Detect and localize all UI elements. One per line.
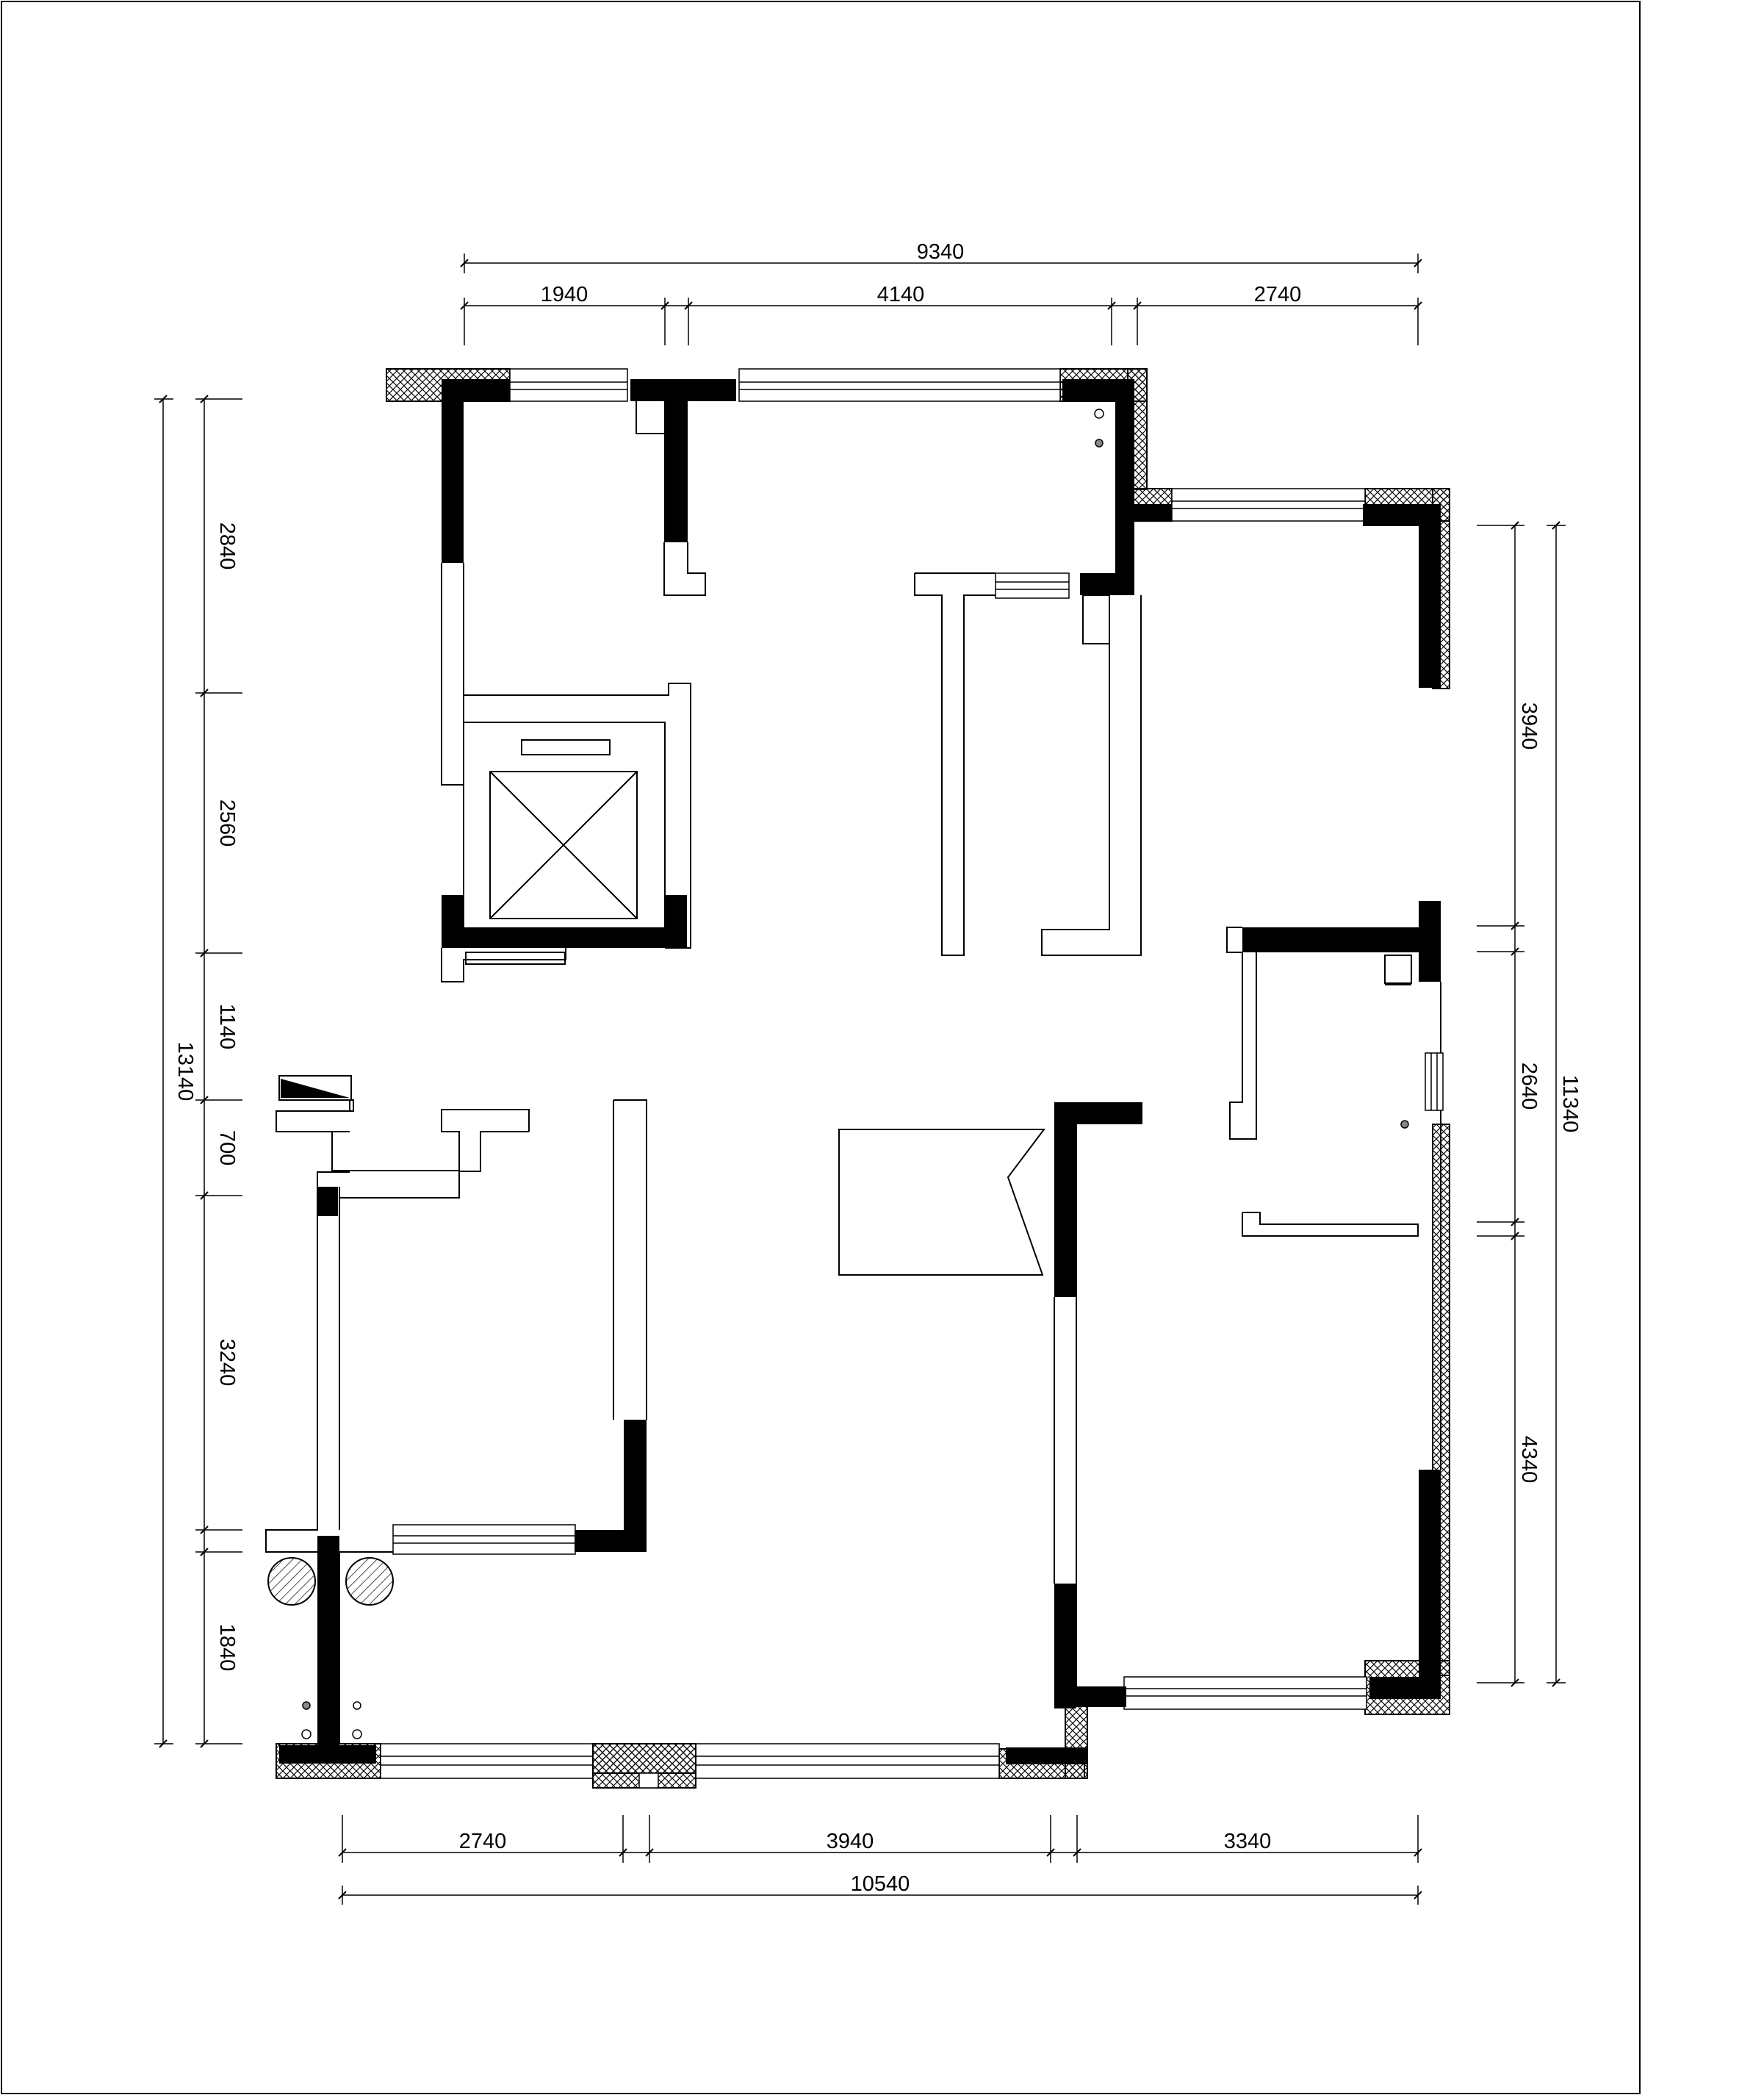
dim-left-6: 1840 [215,1624,239,1672]
structural-walls [279,379,1441,1764]
dim-bottom-3: 3340 [1224,1830,1272,1853]
dim-top-2: 4140 [877,283,925,306]
sheet-border [1,1,1641,2094]
dim-right-2: 2640 [1517,1063,1541,1110]
hydrant-triangle [281,1079,350,1098]
dim-right-1: 3940 [1517,702,1541,750]
dim-right-total: 11340 [1558,1075,1582,1133]
interior-walls [265,401,1441,1744]
dim-bottom-total: 10540 [851,1872,910,1896]
pipe-markers [301,409,1409,1739]
dim-top-3: 2740 [1254,283,1302,306]
dimension-ticks [159,259,1560,1900]
exterior-hatched-walls [276,368,1450,1779]
dim-top-1: 1940 [541,283,588,306]
dim-left-5: 3240 [215,1339,239,1387]
dim-right-3: 4340 [1517,1436,1541,1484]
dim-left-3: 1140 [215,1004,239,1049]
dim-left-total: 13140 [173,1042,197,1102]
windows [380,368,1444,1779]
ac-unit-left [267,1557,316,1606]
dim-left-1: 2840 [215,522,239,570]
dim-left-4: 700 [215,1130,239,1165]
ac-unit-right [345,1557,394,1606]
dim-bottom-1: 2740 [459,1830,507,1853]
dim-bottom-2: 3940 [827,1830,874,1853]
dim-top-total: 9340 [917,240,965,264]
dim-left-2: 2560 [215,799,239,847]
entrance-step-notch [638,1772,659,1789]
